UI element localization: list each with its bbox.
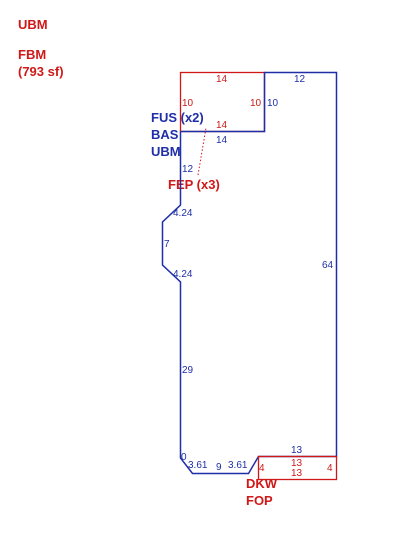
dim-fep-left: 10 <box>182 98 194 109</box>
dim-bottom-mid: 9 <box>216 462 222 473</box>
dim-main-inner-bottom: 14 <box>216 135 228 146</box>
dim-bay-lower: 4.24 <box>173 269 193 280</box>
ubm-mid-label: UBM <box>151 144 181 159</box>
ubm-top-label: UBM <box>18 17 48 32</box>
dim-bottom-left: 0 <box>181 452 187 463</box>
fep-leader-line <box>197 127 207 176</box>
main-building-outline <box>161 71 338 475</box>
dim-dkw-top: 13 <box>291 458 303 469</box>
dim-dkw-left: 4 <box>259 463 265 474</box>
fus-label: FUS (x2) <box>151 110 204 125</box>
dim-bay-side: 7 <box>164 239 170 250</box>
dim-bottom-chamfer-right: 3.61 <box>228 460 248 471</box>
dim-main-top: 12 <box>294 74 306 85</box>
dim-dkw-bottom: 13 <box>291 468 303 479</box>
dim-main-inner-left: 10 <box>267 98 279 109</box>
dim-main-left-upper: 12 <box>182 164 194 175</box>
fbm-area-label: (793 sf) <box>18 64 64 79</box>
dkw-area-outline <box>257 455 338 481</box>
dim-bottom-chamfer-left: 3.61 <box>188 460 208 471</box>
dim-dkw-right: 4 <box>327 463 333 474</box>
dim-bottom-right-top: 13 <box>291 445 303 456</box>
fbm-label: FBM <box>18 47 47 62</box>
dim-fep-right: 10 <box>250 98 262 109</box>
dim-fep-bottom: 14 <box>216 120 228 131</box>
dim-fep-top: 14 <box>216 74 228 85</box>
bas-label: BAS <box>151 127 179 142</box>
dim-main-right: 64 <box>322 260 334 271</box>
dim-main-left-lower: 29 <box>182 365 194 376</box>
fop-label: FOP <box>246 493 273 508</box>
dim-bay-upper: 4.24 <box>173 208 193 219</box>
